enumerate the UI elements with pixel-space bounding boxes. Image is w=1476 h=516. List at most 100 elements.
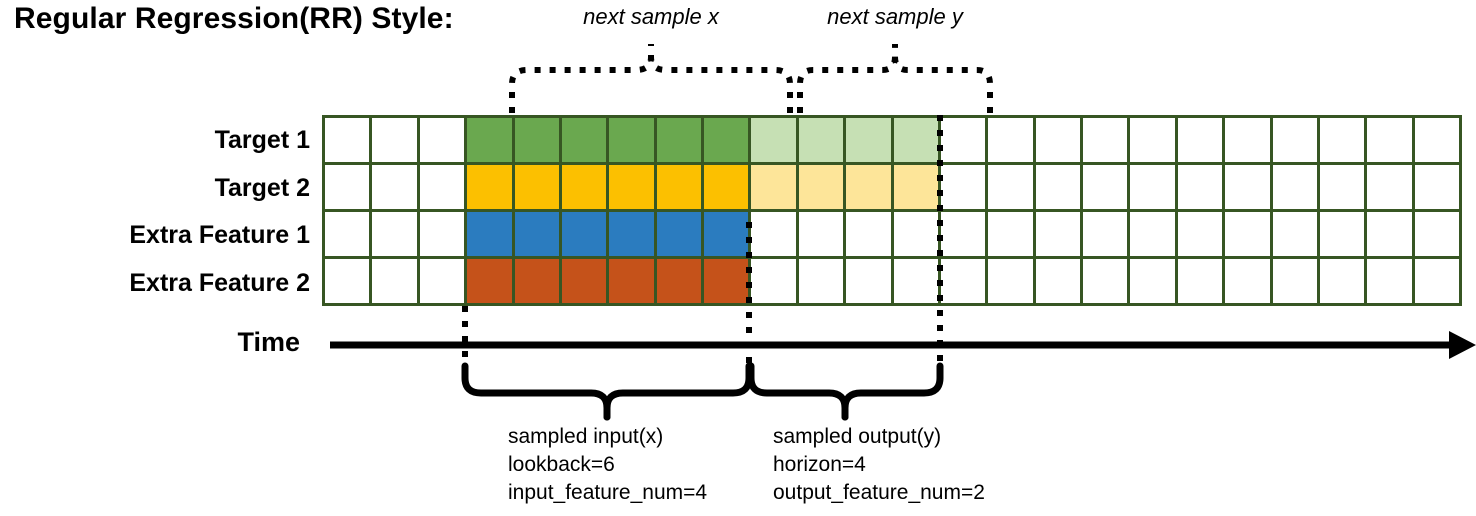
- grid-cell: [419, 165, 465, 209]
- grid-cell-input: [609, 118, 654, 162]
- grid-cell: [1272, 118, 1317, 162]
- grid-cell-output: [846, 118, 891, 162]
- grid-cell: [372, 165, 417, 209]
- grid-cell-input: [467, 165, 512, 209]
- grid-cell: [798, 259, 844, 303]
- grid-cell: [846, 259, 891, 303]
- grid-cell: [1272, 212, 1317, 256]
- grid-cell: [940, 165, 986, 209]
- row-label-extra-feature-1: Extra Feature 1: [129, 221, 310, 249]
- grid-cell: [419, 212, 465, 256]
- grid-cell: [419, 118, 465, 162]
- grid-cell: [325, 165, 370, 209]
- grid-cell: [988, 118, 1033, 162]
- grid-cell: [1225, 165, 1270, 209]
- grid-cell: [893, 212, 938, 256]
- grid-cell-output: [893, 165, 938, 209]
- sampled-output-horizon: horizon=4: [773, 452, 866, 476]
- grid-cell: [940, 212, 986, 256]
- grid-cell-input: [656, 212, 701, 256]
- grid-cell: [1319, 212, 1365, 256]
- grid-cell: [325, 259, 370, 303]
- grid-cell-input: [514, 212, 559, 256]
- grid-cell-input: [656, 259, 701, 303]
- grid-cell-input: [656, 118, 701, 162]
- grid-cell: [419, 259, 465, 303]
- grid-cell-output: [893, 118, 938, 162]
- grid-cell-input: [561, 118, 607, 162]
- dotted-brace-next-sample-x: [509, 44, 793, 113]
- grid-cell: [1367, 212, 1412, 256]
- grid-cell: [1319, 259, 1365, 303]
- grid-cell: [1177, 259, 1223, 303]
- grid-cell-input: [704, 165, 749, 209]
- grid-cell: [893, 259, 938, 303]
- grid-cell: [988, 259, 1033, 303]
- grid-cell-input: [514, 165, 559, 209]
- grid-cell-output: [798, 165, 844, 209]
- grid-cell-input: [656, 165, 701, 209]
- grid-row-target-2: [325, 165, 1459, 209]
- grid-cell: [1130, 165, 1175, 209]
- time-axis-arrow: [330, 331, 1476, 359]
- grid-cell-output: [751, 165, 796, 209]
- grid-cell: [1083, 259, 1128, 303]
- grid-cell: [1083, 165, 1128, 209]
- grid-cell: [1225, 212, 1270, 256]
- grid-cell: [940, 118, 986, 162]
- annotation-next-sample-y: next sample y: [827, 4, 963, 29]
- grid-cell: [1225, 118, 1270, 162]
- sampled-input-title: sampled input(x): [508, 425, 664, 448]
- grid-cell: [1035, 118, 1080, 162]
- grid-cell: [1414, 118, 1459, 162]
- grid-cell-input: [609, 212, 654, 256]
- brace-sampled-output: [747, 362, 944, 421]
- grid-cell: [1177, 118, 1223, 162]
- row-label-target-2: Target 2: [214, 174, 310, 202]
- grid-cell: [988, 212, 1033, 256]
- grid-cell: [1272, 259, 1317, 303]
- grid-cell: [1319, 118, 1365, 162]
- grid-cell: [372, 259, 417, 303]
- sampled-input-feature-num: input_feature_num=4: [508, 480, 708, 504]
- grid-cell-input: [467, 212, 512, 256]
- grid-cell: [1414, 165, 1459, 209]
- row-label-extra-feature-2: Extra Feature 2: [129, 269, 310, 297]
- grid-cell: [1367, 118, 1412, 162]
- page-title: Regular Regression(RR) Style:: [14, 2, 454, 35]
- grid-cell-input: [467, 259, 512, 303]
- row-label-target-1: Target 1: [214, 126, 310, 154]
- dotted-brace-next-sample-y: [797, 44, 993, 113]
- grid-cell: [1035, 259, 1080, 303]
- grid-cell: [1225, 259, 1270, 303]
- timeline-grid: [322, 115, 1462, 306]
- grid-cell-input: [561, 165, 607, 209]
- grid-cell: [1083, 212, 1128, 256]
- grid-row-target-1: [325, 118, 1459, 162]
- grid-cell: [325, 212, 370, 256]
- grid-cell-output: [798, 118, 844, 162]
- grid-cell: [1319, 165, 1365, 209]
- grid-cell: [1272, 165, 1317, 209]
- grid-cell: [798, 212, 844, 256]
- grid-cell-output: [846, 165, 891, 209]
- grid-cell: [1367, 165, 1412, 209]
- grid-cell-input: [561, 212, 607, 256]
- grid-cell: [1130, 118, 1175, 162]
- annotation-next-sample-x: next sample x: [583, 4, 719, 29]
- annotation-sampled-output: sampled output(y) horizon=4 output_featu…: [773, 423, 985, 507]
- grid-cell: [1177, 212, 1223, 256]
- sampled-output-title: sampled output(y): [773, 425, 942, 448]
- grid-cell-input: [704, 212, 749, 256]
- annotation-sampled-input: sampled input(x) lookback=6 input_featur…: [508, 423, 707, 507]
- grid-cell-input: [704, 118, 749, 162]
- grid-cell-input: [609, 165, 654, 209]
- grid-cell: [1083, 118, 1128, 162]
- grid-cell: [1177, 165, 1223, 209]
- grid-cell-input: [561, 259, 607, 303]
- grid-cell-input: [467, 118, 512, 162]
- grid-cell: [325, 118, 370, 162]
- grid-row-extra-feature-2: [325, 259, 1459, 303]
- brace-sampled-input: [461, 362, 753, 421]
